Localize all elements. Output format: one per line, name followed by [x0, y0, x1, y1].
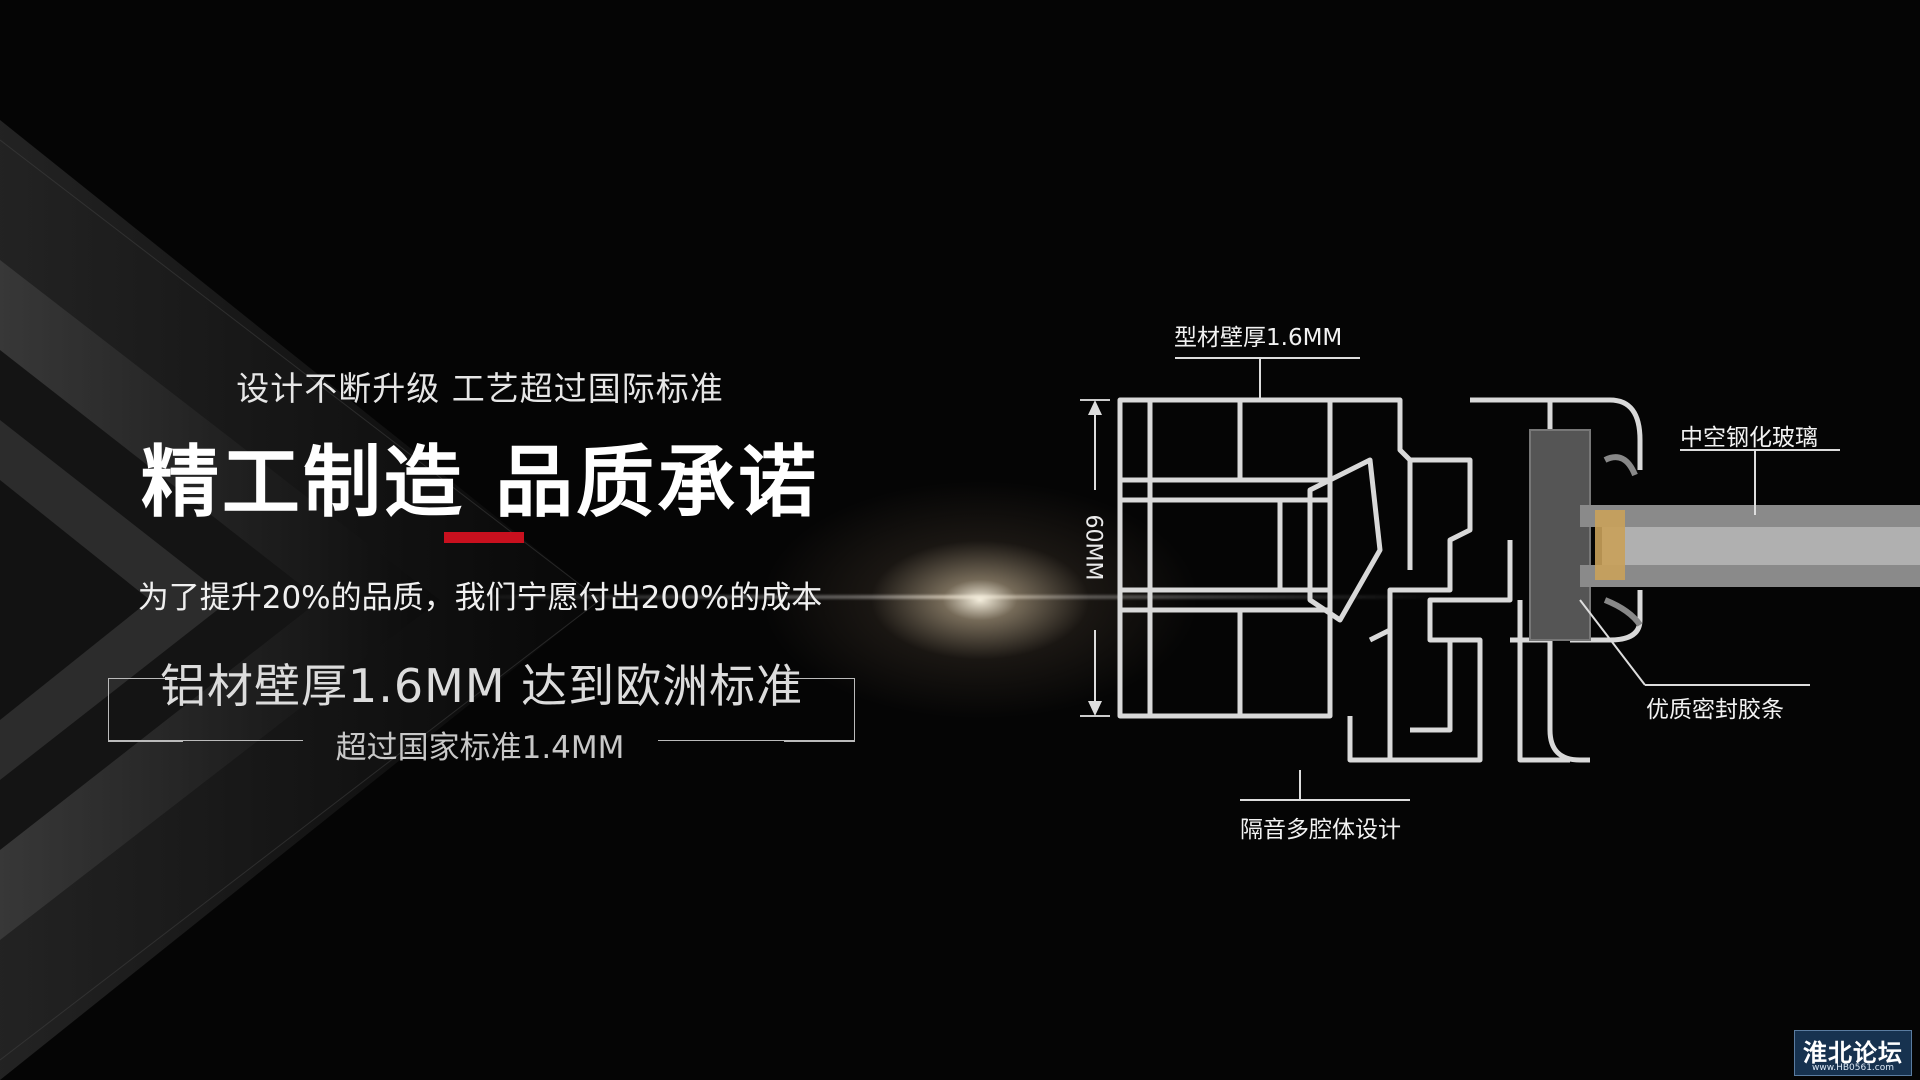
spec-sub-text: 超过国家标准1.4MM	[335, 730, 625, 766]
hero-headline: 精工制造 品质承诺	[140, 438, 820, 528]
label-height-dimension: 60MM	[1080, 514, 1106, 581]
hero-subtitle: 设计不断升级 工艺超过国际标准	[236, 369, 724, 408]
site-watermark: 淮北论坛 www.HB0561.com	[1794, 1030, 1912, 1076]
label-tempered-glass: 中空钢化玻璃	[1680, 425, 1818, 451]
label-wall-thickness: 型材壁厚1.6MM	[1174, 325, 1343, 351]
watermark-url: www.HB0561.com	[1811, 1063, 1895, 1073]
spec-main-text: 铝材壁厚1.6MM 达到欧洲标准	[160, 659, 804, 713]
label-sealing-strip: 优质密封胶条	[1646, 697, 1784, 723]
watermark-title: 淮北论坛	[1803, 1038, 1903, 1067]
spec-frame-bottom-left	[108, 740, 303, 741]
spec-frame-left	[108, 678, 183, 742]
label-multi-cavity: 隔音多腔体设计	[1240, 817, 1401, 843]
spec-frame-bottom-right	[658, 740, 854, 741]
hero-slogan: 为了提升20%的品质，我们宁愿付出200%的成本	[137, 580, 823, 616]
profile-cross-section-diagram	[1080, 357, 1920, 801]
spec-frame-right	[784, 678, 855, 742]
accent-divider	[444, 532, 524, 543]
chevron-decoration	[0, 120, 601, 1080]
